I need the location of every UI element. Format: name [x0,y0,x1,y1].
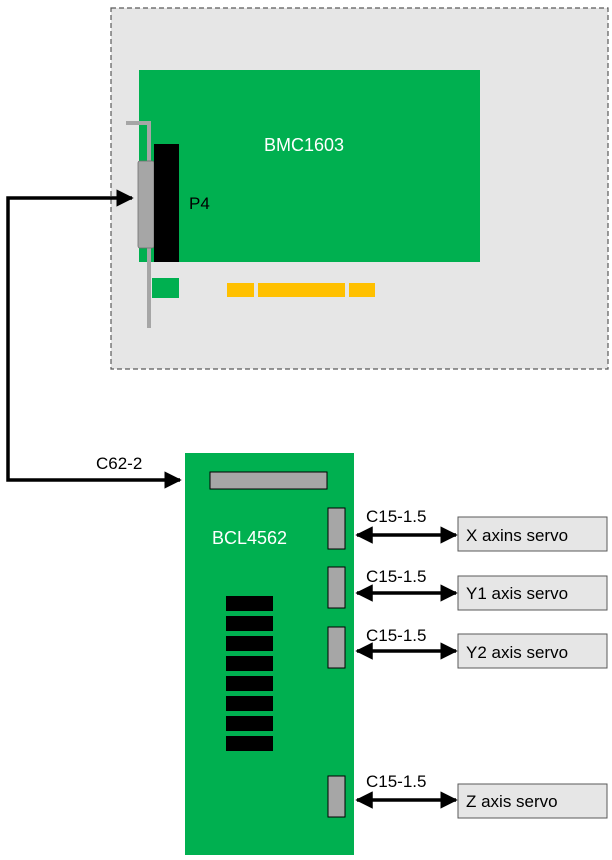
c62-2-label: C62-2 [96,454,142,473]
servo-box-x [457,516,608,552]
terminal-block [226,596,273,611]
bmc1603-label: BMC1603 [264,135,344,155]
servo-label-y1: Y1 axis servo [466,584,568,603]
cable-label-y1: C15-1.5 [366,567,426,586]
p4-connector [154,144,179,262]
pci-contact-1 [227,283,254,297]
bmc1603-card [139,70,480,262]
p4-connector-shell [137,160,155,249]
c62-header [209,471,328,490]
terminal-block [226,716,273,731]
servo-connector-x [327,507,346,550]
cable-label-x: C15-1.5 [366,507,426,526]
terminal-block [226,636,273,651]
servo-box-y1 [457,575,608,611]
cable-label-y2: C15-1.5 [366,626,426,645]
servo-connector-y1 [327,566,346,609]
servo-connector-y2 [327,626,346,669]
bcl4562-board [185,453,354,855]
pci-contact-3 [349,283,375,297]
card-edge-tab [152,278,179,298]
servo-label-z: Z axis servo [466,792,558,811]
terminal-block [226,676,273,691]
servo-box-y2 [457,633,608,669]
terminal-block [226,656,273,671]
cable-label-z: C15-1.5 [366,772,426,791]
servo-box-z [457,783,608,819]
servo-label-y2: Y2 axis servo [466,643,568,662]
servo-label-x: X axins servo [466,526,568,545]
c62-2-cable [6,189,182,489]
p4-label: P4 [189,194,210,213]
pci-contact-2 [258,283,345,297]
terminal-block [226,696,273,711]
bcl4562-label: BCL4562 [212,528,287,548]
servo-connector-z [327,775,346,818]
terminal-block [226,736,273,751]
terminal-block [226,616,273,631]
